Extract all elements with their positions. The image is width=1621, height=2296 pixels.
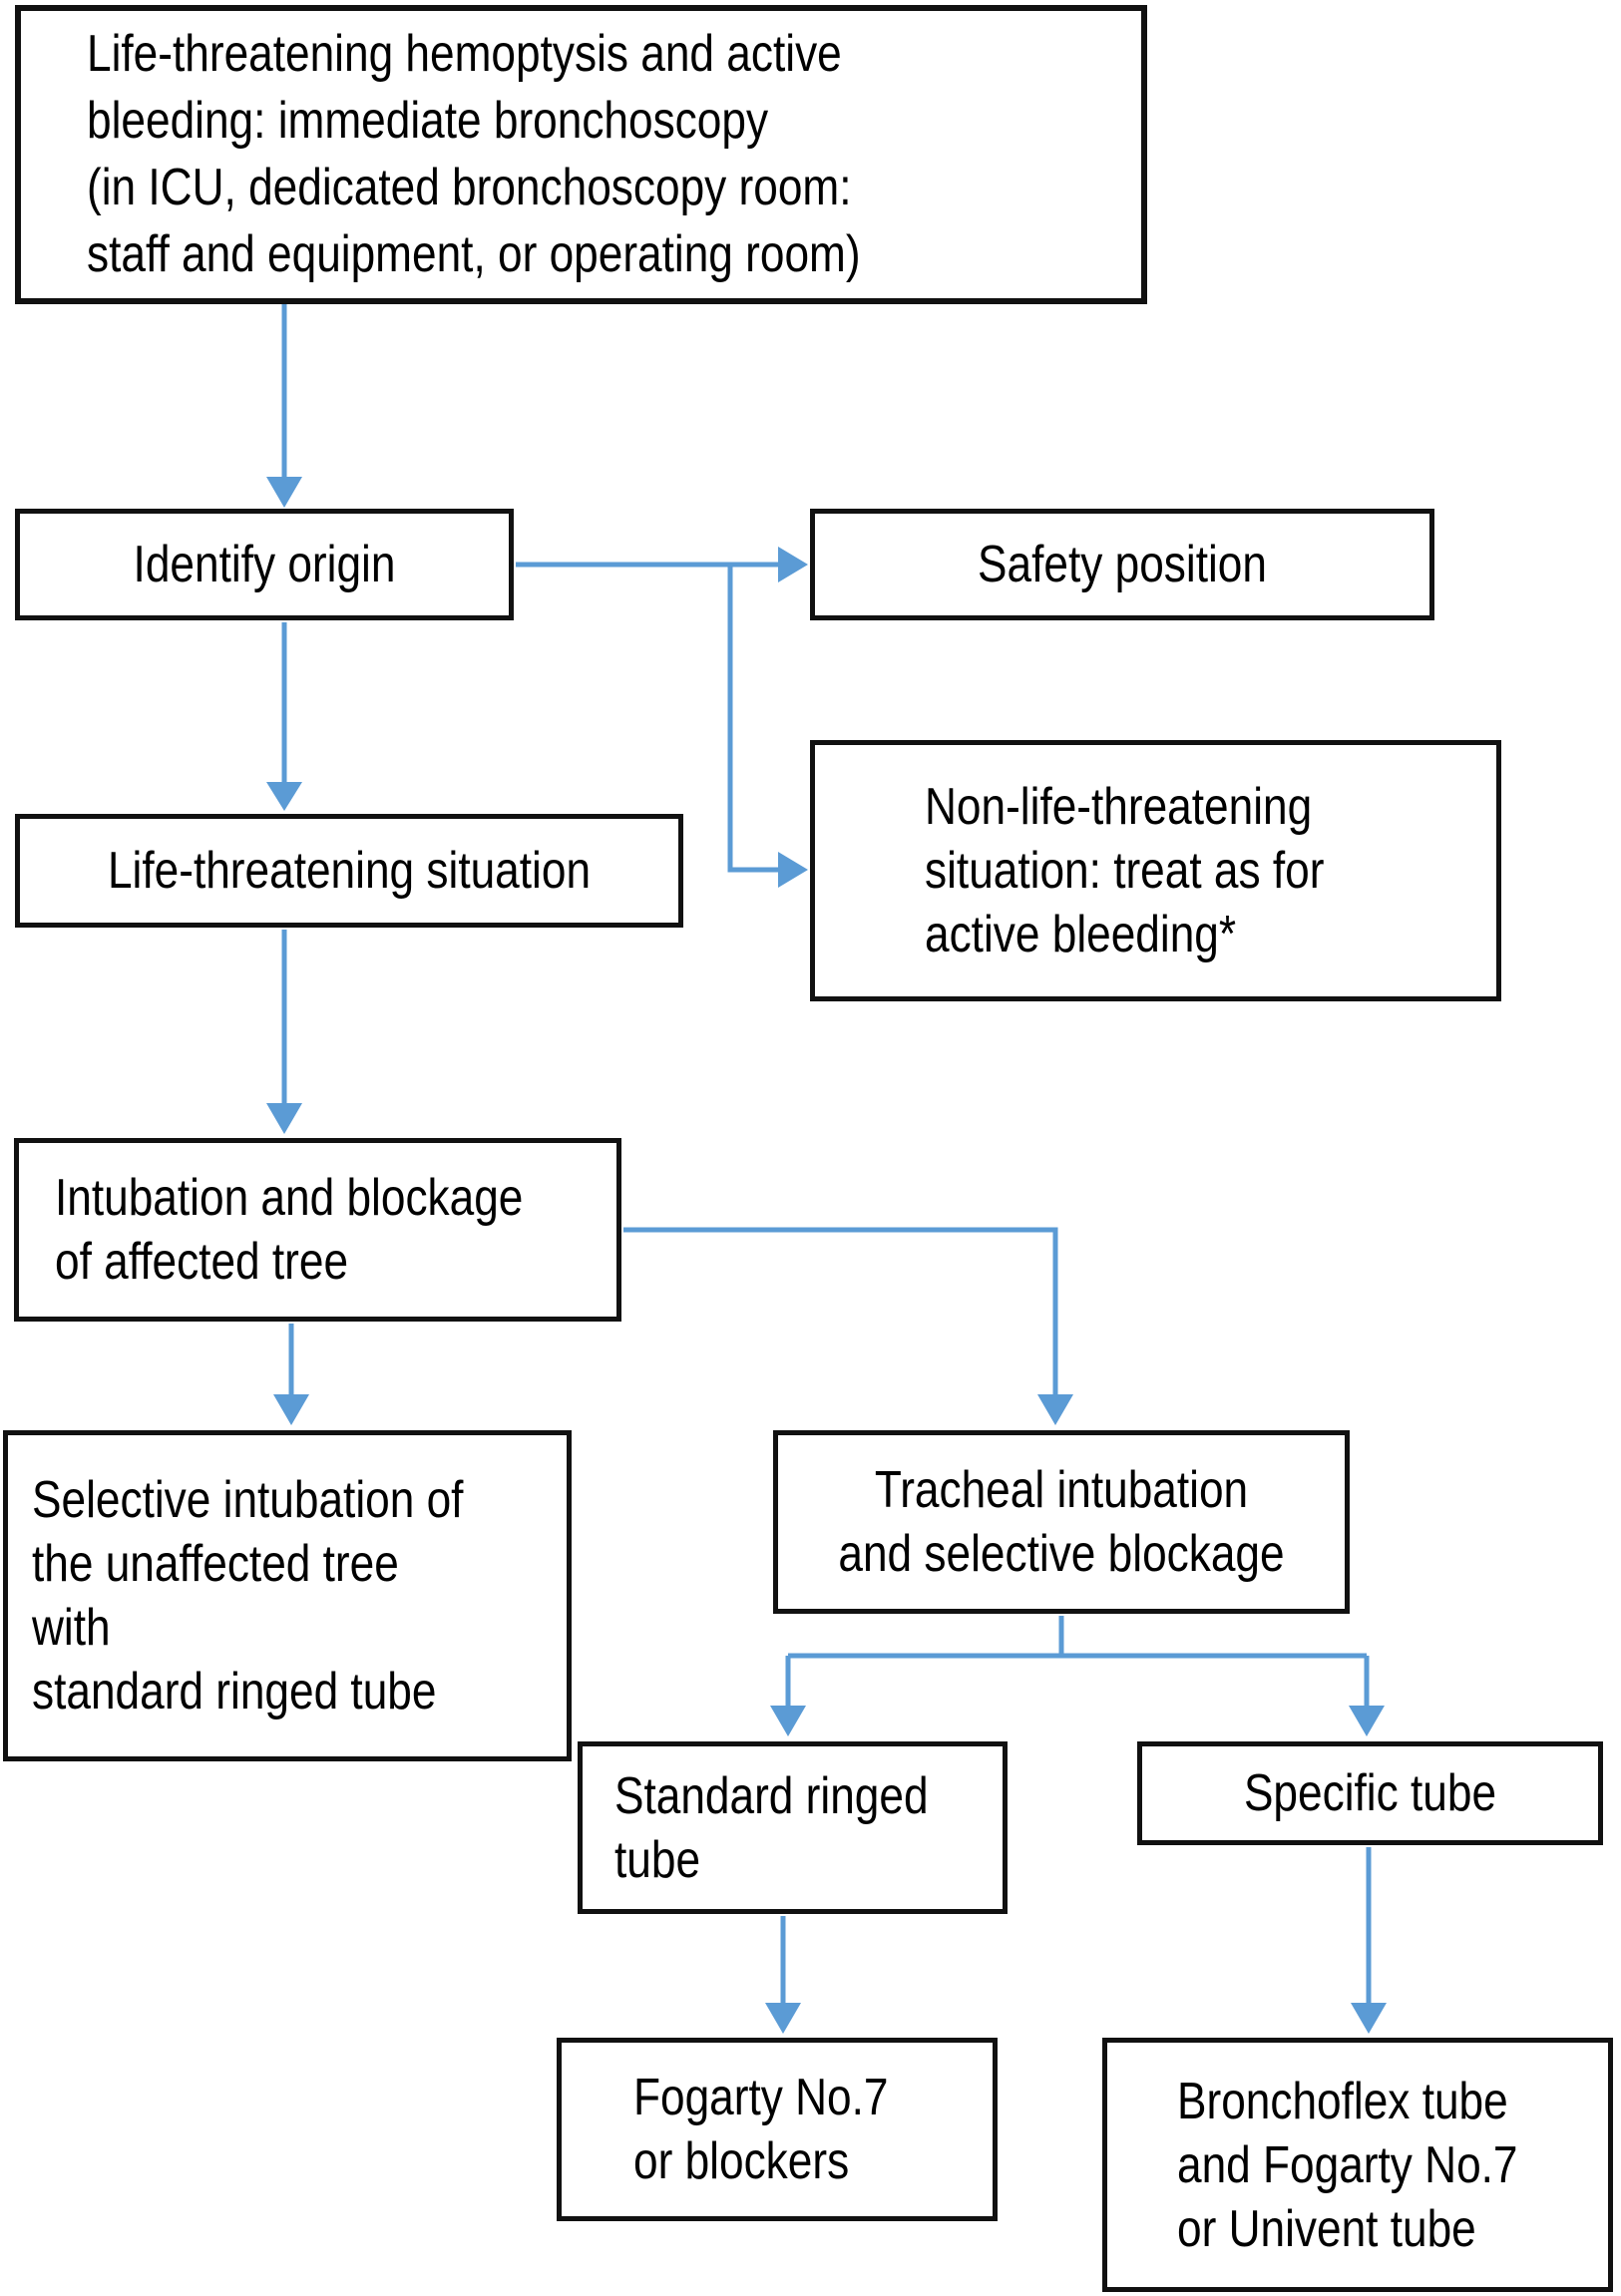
node-selective-intubation-label: Selective intubation of the unaffected t… — [32, 1471, 464, 1721]
node-life-threatening-situation: Life-threatening situation — [15, 814, 683, 928]
node-non-life-threatening-situation-label: Non-life-threatening situation: treat as… — [925, 778, 1325, 963]
node-identify-origin-label: Identify origin — [133, 536, 396, 593]
node-non-life-threatening-situation: Non-life-threatening situation: treat as… — [810, 740, 1501, 1001]
node-selective-intubation: Selective intubation of the unaffected t… — [3, 1430, 572, 1761]
arrow-start-to-identify-origin — [266, 304, 302, 508]
node-identify-origin: Identify origin — [15, 509, 514, 620]
node-tracheal-intubation-label: Tracheal intubation and selective blocka… — [838, 1461, 1285, 1583]
arrow-identify-origin-to-safety-position — [516, 547, 808, 582]
node-safety-position: Safety position — [810, 509, 1434, 620]
arrow-identify-origin-to-non-life-threatening — [727, 565, 808, 888]
node-specific-tube-label: Specific tube — [1243, 1764, 1497, 1822]
arrow-intubation-blockage-to-tracheal-intubation — [623, 1227, 1073, 1425]
node-tracheal-intubation: Tracheal intubation and selective blocka… — [773, 1430, 1350, 1614]
node-start-label: Life-threatening hemoptysis and active b… — [87, 25, 861, 283]
node-intubation-and-blockage: Intubation and blockage of affected tree — [14, 1138, 621, 1322]
arrow-tracheal-intubation-to-standard-ringed-tube — [770, 1616, 1367, 1736]
arrow-life-threatening-to-intubation-blockage — [266, 930, 302, 1134]
node-specific-tube: Specific tube — [1137, 1741, 1603, 1845]
arrow-standard-ringed-tube-to-fogarty — [765, 1916, 801, 2034]
arrow-identify-origin-to-life-threatening — [266, 622, 302, 811]
node-standard-ringed-tube-label: Standard ringed tube — [614, 1766, 929, 1889]
node-bronchoflex-univent-label: Bronchoflex tube and Fogarty No.7 or Uni… — [1177, 2072, 1518, 2258]
node-standard-ringed-tube: Standard ringed tube — [578, 1741, 1008, 1914]
node-start: Life-threatening hemoptysis and active b… — [15, 5, 1147, 304]
node-fogarty-blockers: Fogarty No.7 or blockers — [557, 2038, 998, 2221]
node-life-threatening-situation-label: Life-threatening situation — [107, 842, 592, 900]
arrow-intubation-blockage-to-selective-intubation — [273, 1324, 309, 1425]
arrow-tracheal-intubation-to-specific-tube — [1349, 1656, 1385, 1736]
node-safety-position-label: Safety position — [978, 536, 1267, 593]
node-fogarty-blockers-label: Fogarty No.7 or blockers — [633, 2069, 889, 2190]
node-bronchoflex-univent: Bronchoflex tube and Fogarty No.7 or Uni… — [1102, 2038, 1613, 2292]
node-intubation-and-blockage-label: Intubation and blockage of affected tree — [55, 1169, 524, 1291]
arrow-specific-tube-to-bronchoflex — [1351, 1847, 1387, 2034]
